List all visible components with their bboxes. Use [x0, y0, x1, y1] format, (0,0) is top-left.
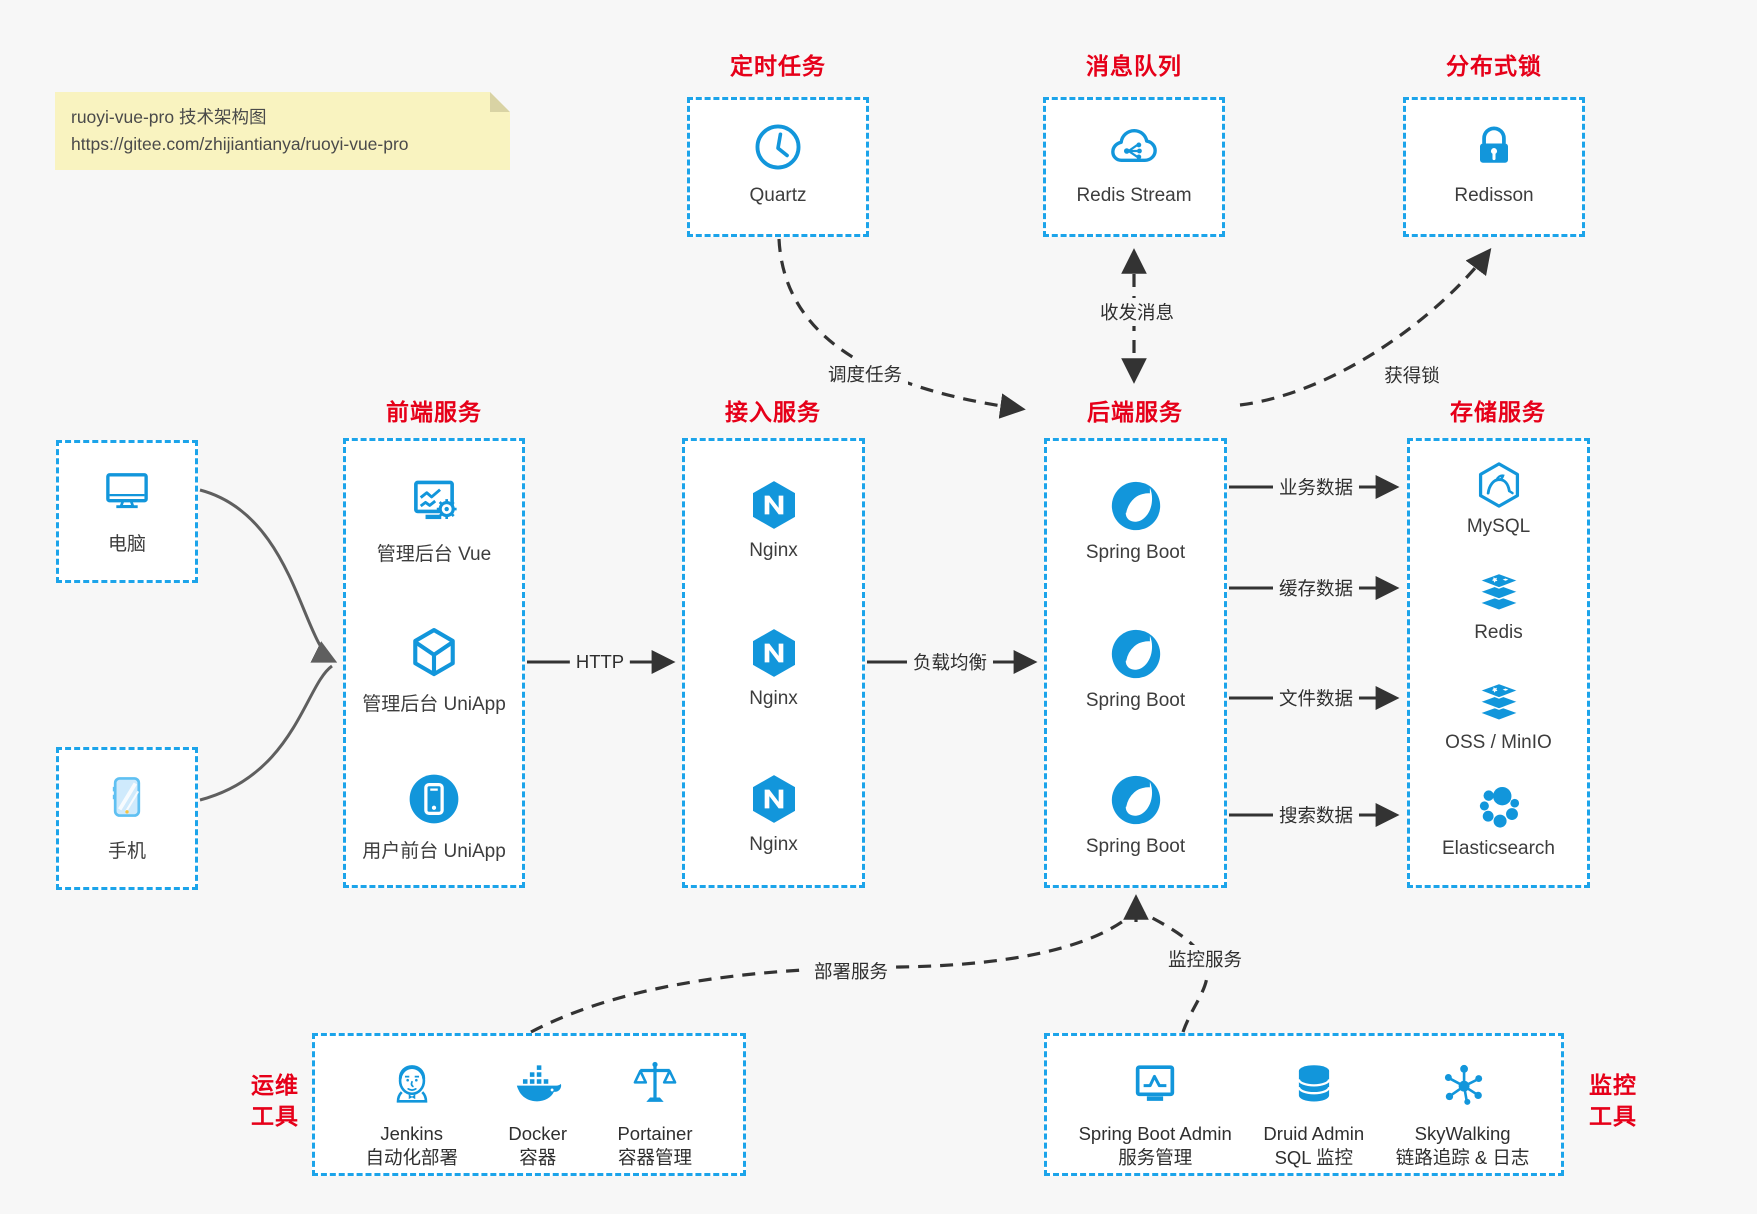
edge-label-deploy-service: 部署服务 [807, 957, 895, 985]
spring-icon [1107, 625, 1165, 683]
gateway-item-label: Nginx [749, 834, 798, 855]
computer-label: 电脑 [107, 534, 146, 555]
scheduler-label: Quartz [749, 185, 807, 206]
backend-item-label: Spring Boot [1085, 542, 1186, 563]
group-title-backend: 后端服务 [1087, 399, 1183, 425]
elasticsearch-icon [1473, 781, 1525, 833]
backend-item-label: Spring Boot [1085, 836, 1186, 857]
tool-label: Druid Admin [1263, 1123, 1365, 1144]
group-title-mq: 消息队列 [1086, 53, 1182, 79]
nginx-icon [746, 771, 802, 827]
edge-label-monitor-service: 监控服务 [1161, 945, 1249, 973]
tool-label: SkyWalking [1414, 1123, 1511, 1144]
uniapp-cube-icon [405, 624, 463, 682]
nginx-icon [746, 477, 802, 533]
frontend-item-label: 用户前台 UniApp [362, 841, 506, 862]
edge-acquire-lock [1239, 247, 1492, 407]
user-app-icon [404, 769, 464, 829]
scheduler-box: Quartz [687, 97, 869, 237]
tool-sublabel: 容器 [519, 1147, 557, 1168]
mysql-icon [1473, 459, 1525, 511]
monitoring-tools-box: Spring Boot Admin 服务管理 Druid Admin SQL 监… [1044, 1033, 1564, 1176]
druid-icon [1289, 1058, 1339, 1110]
spring-boot-admin-icon [1129, 1058, 1181, 1110]
group-title-storage: 存储服务 [1450, 399, 1546, 425]
phone-label: 手机 [107, 841, 146, 862]
edge-label-cache-data: 缓存数据 [1272, 574, 1360, 602]
jenkins-item: Jenkins 自动化部署 [365, 1058, 458, 1170]
skywalking-icon [1437, 1058, 1489, 1110]
desktop-icon [98, 463, 156, 517]
monitoring-side-title: 监控 工具 [1589, 1072, 1637, 1129]
mq-label: Redis Stream [1076, 185, 1192, 206]
lock-icon [1466, 118, 1522, 176]
group-title-gateway: 接入服务 [725, 399, 821, 425]
spring-boot-admin-item: Spring Boot Admin 服务管理 [1079, 1058, 1232, 1170]
tool-label: Docker [508, 1123, 567, 1144]
portainer-item: Portainer 容器管理 [617, 1058, 693, 1170]
nginx-icon [746, 625, 802, 681]
edge-label-acquire-lock: 获得锁 [1378, 361, 1446, 389]
backend-box: Spring Boot Spring Boot Spring Boot [1044, 438, 1227, 888]
ops-side-title: 运维 工具 [251, 1072, 299, 1129]
edge-label-http: HTTP [569, 650, 631, 674]
edge-label-send-receive: 收发消息 [1093, 298, 1181, 326]
jenkins-icon [386, 1058, 438, 1110]
clock-icon [749, 118, 807, 176]
group-title-frontend: 前端服务 [386, 399, 482, 425]
docker-item: Docker 容器 [508, 1058, 567, 1170]
edge-computer-frontend [199, 488, 338, 663]
edge-label-schedule-task: 调度任务 [821, 360, 909, 388]
backend-item-label: Spring Boot [1085, 690, 1186, 711]
lock-label: Redisson [1454, 185, 1534, 206]
group-title-lock: 分布式锁 [1446, 53, 1542, 79]
edge-label-search-data: 搜索数据 [1272, 801, 1360, 829]
edge-label-business-data: 业务数据 [1272, 473, 1360, 501]
tool-label: Jenkins [380, 1123, 444, 1144]
admin-vue-icon [405, 474, 463, 532]
computer-box: 电脑 [56, 440, 198, 583]
tool-sublabel: 服务管理 [1118, 1147, 1193, 1168]
edge-label-load-balance: 负载均衡 [906, 648, 994, 676]
docker-icon [510, 1058, 566, 1110]
edge-label-file-data: 文件数据 [1272, 684, 1360, 712]
oss-stack-icon [1473, 675, 1525, 727]
tool-label: Spring Boot Admin [1078, 1123, 1232, 1144]
tool-label: Portainer [617, 1123, 693, 1144]
frontend-item-label: 管理后台 UniApp [362, 694, 506, 715]
note-url: https://gitee.com/zhijiantianya/ruoyi-vu… [71, 134, 409, 154]
tool-sublabel: 自动化部署 [365, 1147, 458, 1168]
lock-box: Redisson [1403, 97, 1585, 237]
tool-sublabel: SQL 监控 [1274, 1147, 1354, 1168]
gateway-item-label: Nginx [749, 688, 798, 709]
mq-box: Redis Stream [1043, 97, 1225, 237]
phone-box: 手机 [56, 747, 198, 890]
frontend-item-label: 管理后台 Vue [376, 544, 492, 565]
tool-sublabel: 链路追踪 & 日志 [1395, 1147, 1530, 1168]
redis-stack-icon [1473, 565, 1525, 617]
tool-sublabel: 容器管理 [617, 1147, 692, 1168]
cloud-share-icon [1104, 118, 1164, 176]
storage-item-label: MySQL [1466, 516, 1531, 537]
storage-item-label: Elasticsearch [1442, 838, 1555, 859]
group-title-scheduler: 定时任务 [730, 53, 826, 79]
portainer-icon [629, 1058, 681, 1110]
spring-icon [1107, 771, 1165, 829]
spring-icon [1107, 477, 1165, 535]
smartphone-icon [100, 770, 154, 824]
ops-tools-box: Jenkins 自动化部署 Docker 容器 Portainer 容器管理 [312, 1033, 746, 1176]
edge-phone-frontend [199, 664, 333, 802]
storage-box: MySQL Redis OSS / MinIO Elasticsearch [1407, 438, 1590, 888]
note-title: ruoyi-vue-pro 技术架构图 [71, 107, 267, 127]
skywalking-item: SkyWalking 链路追踪 & 日志 [1395, 1058, 1530, 1170]
gateway-box: Nginx Nginx Nginx [682, 438, 865, 888]
druid-item: Druid Admin SQL 监控 [1263, 1058, 1364, 1170]
gateway-item-label: Nginx [749, 540, 798, 561]
frontend-box: 管理后台 Vue 管理后台 UniApp 用户前台 UniApp [343, 438, 525, 888]
storage-item-label: Redis [1474, 622, 1523, 643]
sticky-note: ruoyi-vue-pro 技术架构图 https://gitee.com/zh… [55, 92, 510, 170]
storage-item-label: OSS / MinIO [1445, 732, 1552, 753]
